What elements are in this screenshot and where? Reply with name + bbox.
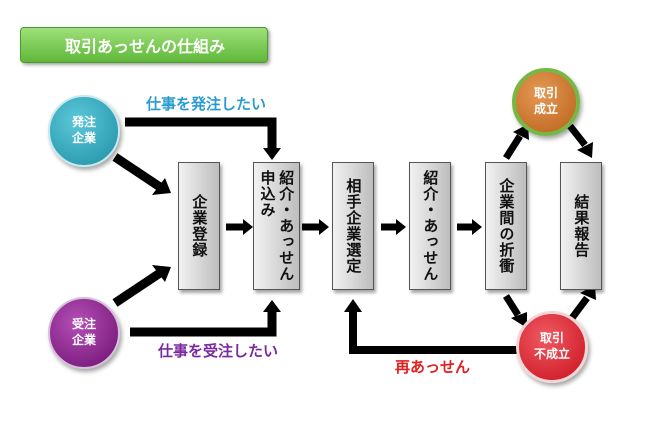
arrow-order-to-apply — [125, 117, 277, 150]
order-company-label: 発注 企業 — [71, 115, 96, 145]
arrow-order-to-register — [112, 153, 163, 191]
step-report: 結果報告 — [560, 162, 602, 290]
arrow-receive-to-apply — [130, 310, 277, 337]
diagram-title: 取引あっせんの仕組み — [20, 27, 268, 63]
failure-label: 取引 不成立 — [533, 331, 570, 361]
step-negotiate: 企業間の折衝 — [485, 162, 527, 290]
arrow-receive-to-register — [112, 269, 163, 307]
step-select: 相手企業選定 — [332, 162, 374, 290]
receive-company-label: 受注 企業 — [71, 317, 96, 347]
arrow-negotiate-to-failure — [503, 294, 521, 317]
step-apply: 紹介・あっせん 申込み — [253, 162, 300, 290]
success-node: 取引 成立 — [512, 68, 580, 136]
failure-node: 取引 不成立 — [516, 311, 588, 383]
arrow-failure-to-report — [569, 295, 590, 321]
retry-label: 再あっせん — [395, 358, 471, 376]
want-receive-label: 仕事を受注したい — [158, 342, 279, 360]
step-apply-label: 紹介・あっせん 申込み — [258, 170, 296, 282]
receive-company-node: 受注 企業 — [48, 297, 120, 369]
arrow-negotiate-to-success — [503, 134, 523, 160]
success-label: 取引 成立 — [533, 86, 558, 116]
arrow-order-to-apply-head — [263, 148, 281, 160]
arrow-success-to-report — [567, 123, 588, 148]
step-register: 企業登録 — [178, 162, 220, 290]
want-order-label: 仕事を発注したい — [146, 95, 267, 113]
order-company-node: 発注 企業 — [48, 95, 120, 167]
step-introduce: 紹介・あっせん — [409, 162, 451, 290]
arrow-failure-to-select — [349, 310, 517, 354]
